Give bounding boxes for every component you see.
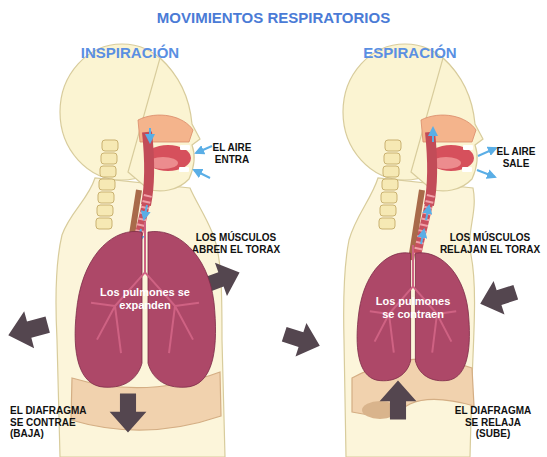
lung-shape: Los pulmones se expanden: [70, 222, 220, 390]
movement-arrow: [380, 380, 417, 419]
air-arrow: [144, 205, 147, 219]
callout-text: EL DIAFRAGMA SE RELAJA (SUBE): [448, 405, 538, 440]
panel-heading: ESPIRACIÓN: [340, 44, 480, 61]
callout-text: EL AIRE SALE: [490, 146, 542, 169]
head: [60, 44, 200, 260]
callout-text: EL DIAFRAGMA SE CONTRAE (BAJA): [10, 405, 96, 440]
air-arrow: [432, 128, 434, 142]
lung-caption: Los pulmones se expanden: [99, 286, 191, 312]
movement-arrow: [3, 306, 52, 354]
air-arrow: [149, 128, 151, 142]
air-arrow: [477, 170, 495, 177]
callout-text: EL AIRE ENTRA: [204, 142, 260, 165]
callout-text: LOS MÚSCULOS ABREN EL TORAX: [180, 232, 292, 255]
air-arrow: [196, 146, 212, 153]
bronchi: [370, 245, 456, 353]
air-arrow: [426, 206, 429, 220]
bronchi: [91, 222, 199, 353]
air-arrow: [421, 230, 424, 244]
air-arrow: [194, 170, 210, 178]
air-arrow: [478, 148, 496, 156]
lung-caption: Los pulmones se contraen: [370, 295, 456, 321]
head: [343, 44, 483, 260]
callout-text: LOS MÚSCULOS RELAJAN EL TORAX: [434, 232, 546, 255]
movement-arrow: [279, 317, 325, 362]
airflow-arrows: [138, 128, 496, 244]
panel-heading: INSPIRACIÓN: [60, 44, 200, 61]
diagram-title: MOVIMIENTOS RESPIRATORIOS: [0, 9, 547, 26]
movement-arrow: [110, 393, 147, 432]
movement-arrow: [475, 275, 521, 320]
lung-shape: Los pulmones se contraen: [353, 245, 473, 383]
